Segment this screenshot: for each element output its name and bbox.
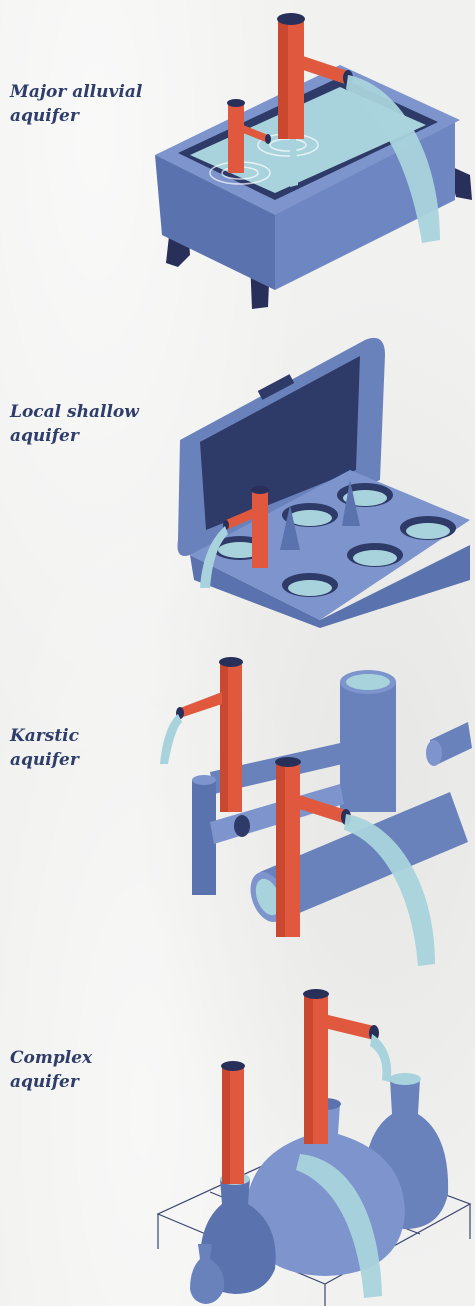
aquifer-label-karstic: Karstic aquifer: [10, 724, 170, 772]
egg-carton-icon: [170, 330, 475, 630]
vessels-icon: [150, 984, 475, 1306]
aquifer-label-local-shallow: Local shallow aquifer: [10, 400, 170, 448]
pipes-icon: [150, 652, 475, 970]
aquifer-row-local-shallow: Local shallow aquifer: [0, 320, 475, 640]
aquifer-label-major-alluvial: Major alluvial aquifer: [10, 80, 170, 128]
aquifer-row-major-alluvial: Major alluvial aquifer: [0, 0, 475, 320]
aquifer-label-complex: Complex aquifer: [10, 1046, 170, 1094]
aquifer-row-karstic: Karstic aquifer: [0, 640, 475, 970]
bathtub-icon: [150, 5, 475, 315]
aquifer-row-complex: Complex aquifer: [0, 970, 475, 1306]
